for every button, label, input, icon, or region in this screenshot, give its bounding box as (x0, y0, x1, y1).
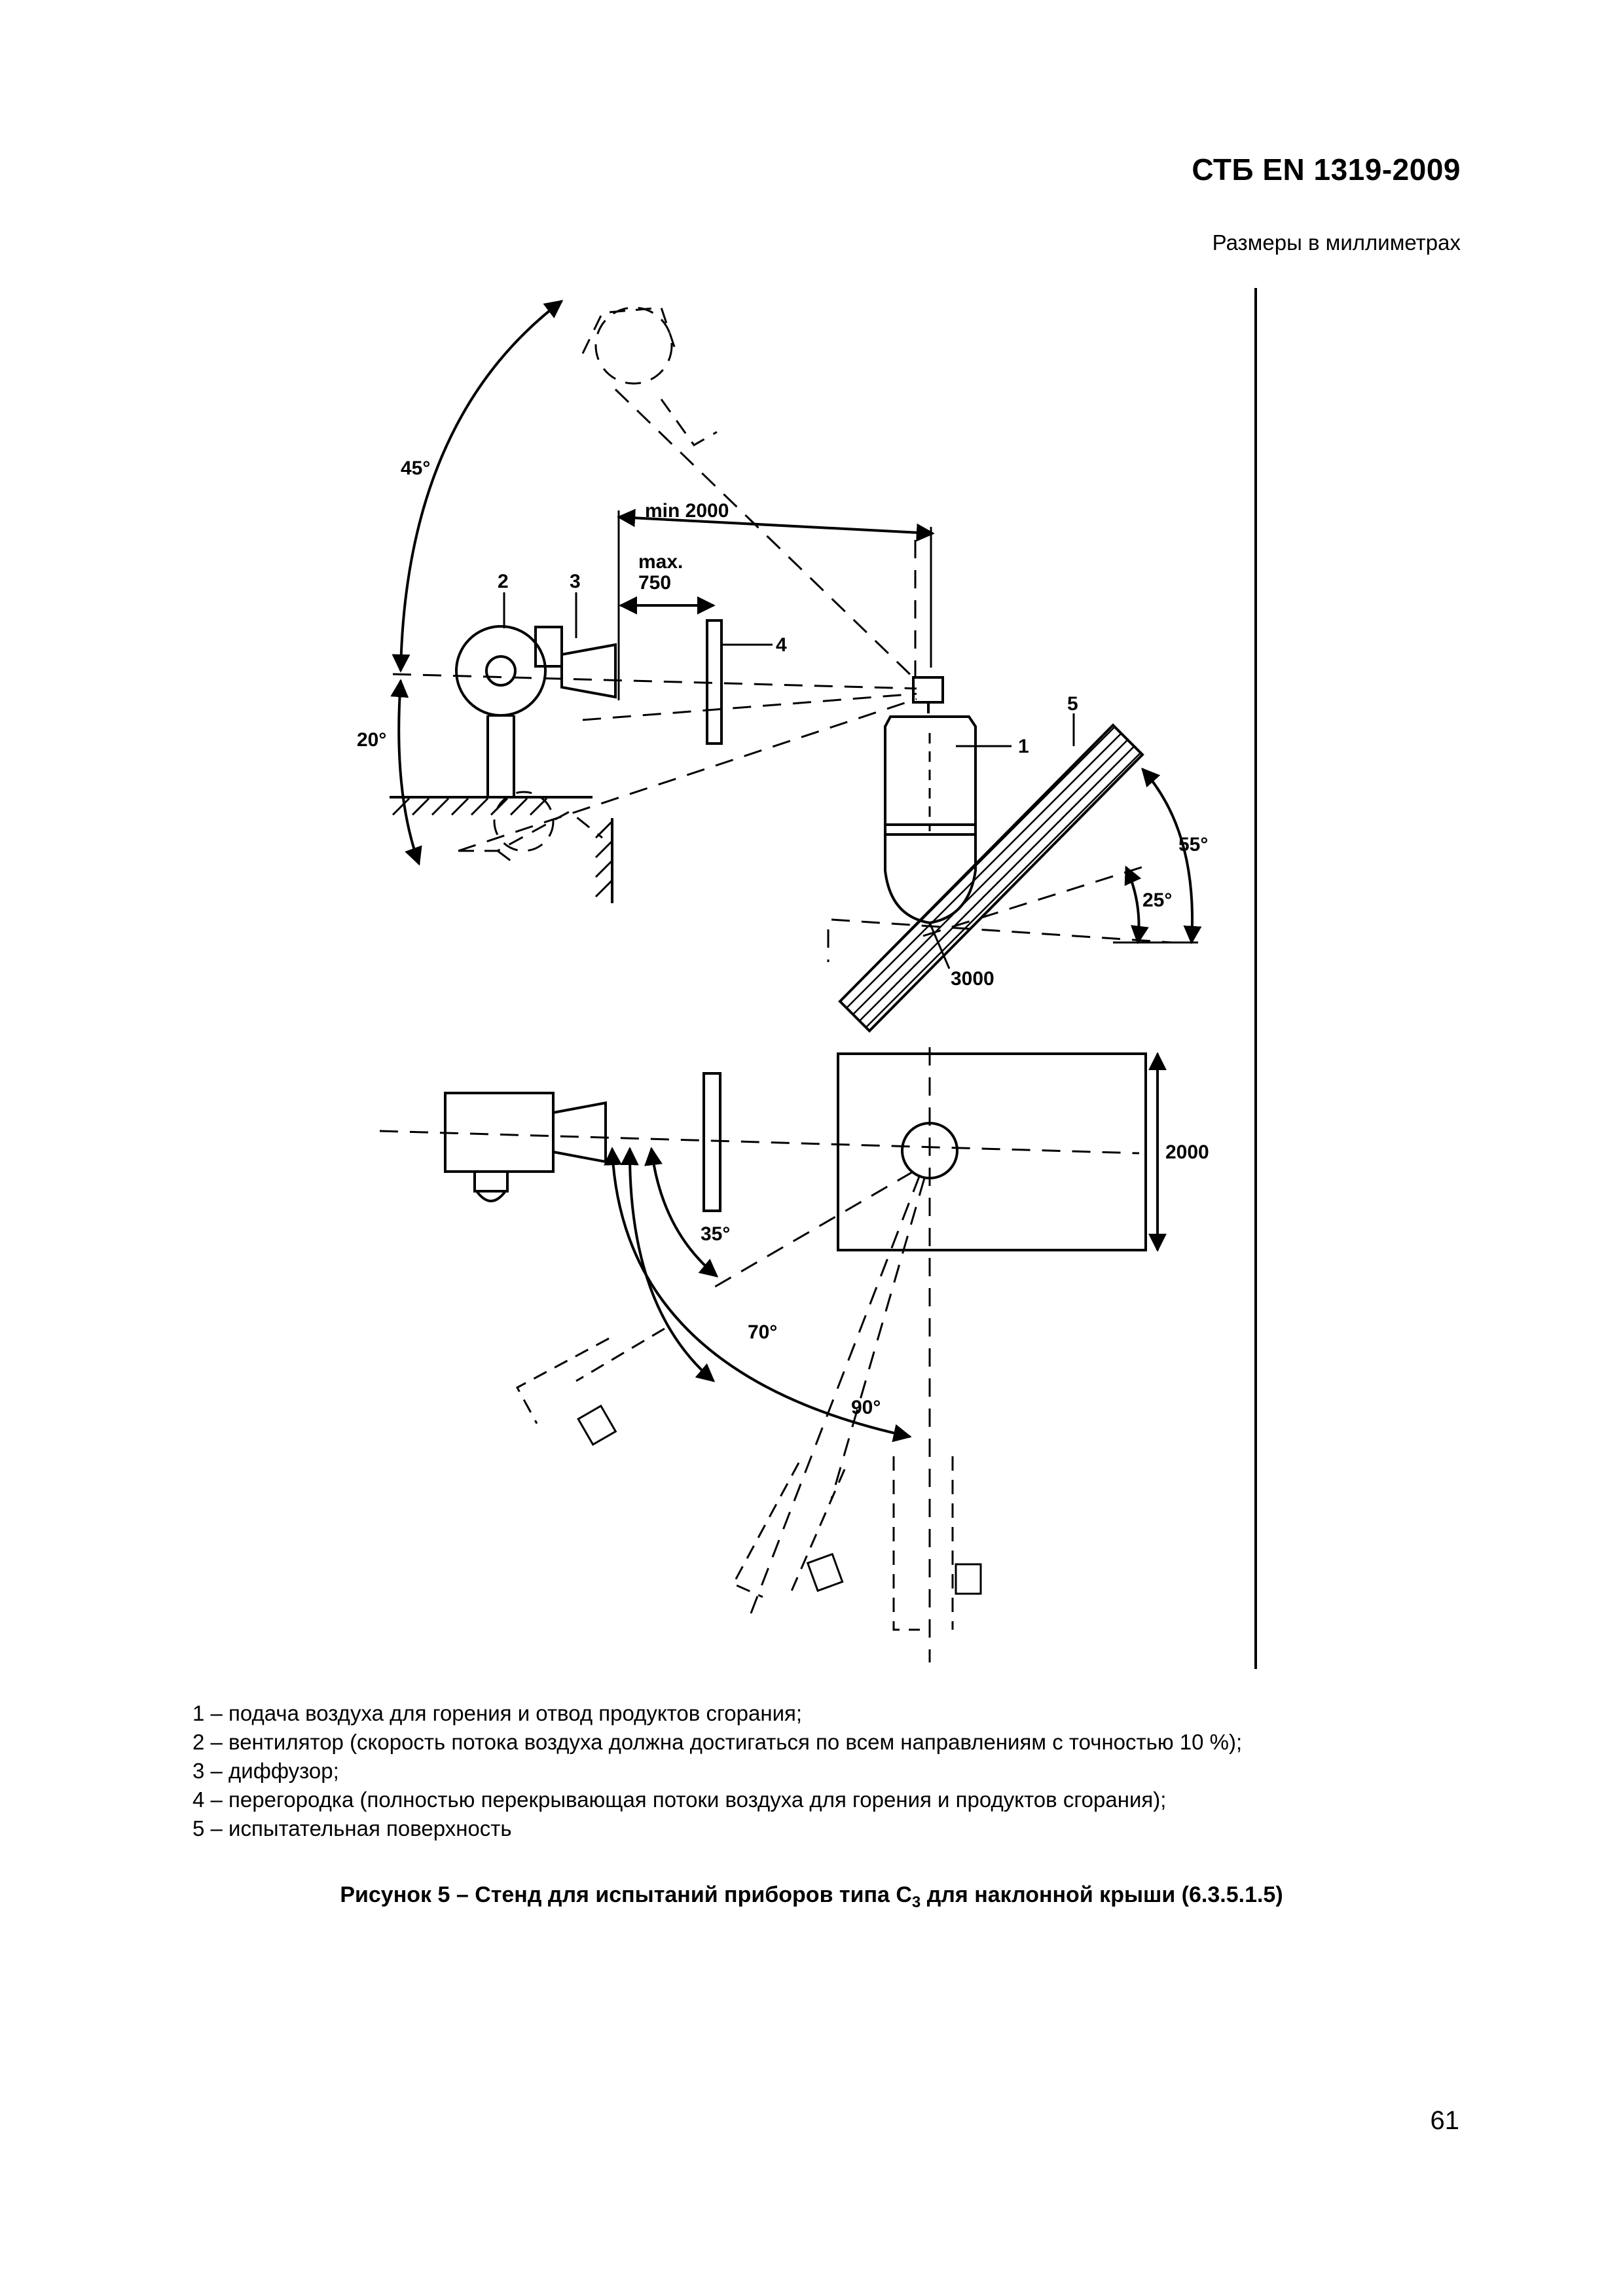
partition-plan (702, 1072, 721, 1212)
legend-item: 1 – подача воздуха для горения и отвод п… (192, 1701, 803, 1725)
label-angle-20: 20° (357, 729, 386, 751)
label-angle-90: 90° (851, 1397, 881, 1418)
figure-legend: 1 – подача воздуха для горения и отвод п… (192, 1699, 1242, 1843)
arc-90 (604, 1147, 912, 1443)
label-num-5: 5 (1067, 693, 1078, 715)
label-angle-45: 45° (401, 457, 430, 479)
test-surface (838, 723, 1144, 1033)
diffuser-plan (552, 1101, 607, 1164)
label-max: max. (638, 551, 683, 573)
label-min-2000: min 2000 (645, 500, 729, 522)
arc-25 (1124, 865, 1149, 944)
label-2000: 2000 (1165, 1141, 1209, 1163)
legend-item: 3 – диффузор; (192, 1759, 339, 1783)
label-num-2: 2 (498, 571, 509, 592)
label-num-4: 4 (776, 634, 787, 656)
label-3000: 3000 (951, 968, 994, 990)
units-note: Размеры в миллиметрах (1212, 230, 1461, 255)
diffuser (560, 643, 617, 699)
document-standard-id: СТБ EN 1319-2009 (1192, 152, 1461, 187)
arc-20 (390, 679, 422, 866)
label-num-3: 3 (570, 571, 581, 592)
side-view (390, 300, 1202, 1033)
dim-min2000-line (617, 509, 935, 542)
label-angle-35: 35° (701, 1223, 730, 1245)
fan-box-plan (444, 1092, 555, 1173)
test-surface-plan (837, 1052, 1147, 1251)
appliance-flue-terminal (912, 676, 944, 704)
arc-35 (644, 1147, 719, 1278)
caption-suffix: для наклонной крыши (6.3.5.1.5) (921, 1882, 1283, 1907)
figure-caption: Рисунок 5 – Стенд для испытаний приборов… (0, 1882, 1623, 1912)
legend-item: 4 – перегородка (полностью перекрывающая… (192, 1787, 1167, 1812)
caption-prefix: Рисунок 5 – Стенд для испытаний приборов… (340, 1882, 912, 1907)
label-angle-55: 55° (1178, 834, 1208, 855)
arc-70 (620, 1147, 716, 1382)
plan-view (379, 1047, 1167, 1662)
fan-hub (485, 655, 517, 687)
test-rig-figure: 45° 20° min 2000 max. 750 2 3 4 1 5 55° … (357, 288, 1257, 1669)
label-angle-25: 25° (1142, 889, 1172, 911)
fan-housing (455, 625, 547, 717)
legend-item: 2 – вентилятор (скорость потока воздуха … (192, 1730, 1243, 1754)
legend-item: 5 – испытательная поверхность (192, 1816, 512, 1840)
arc-45 (392, 300, 564, 673)
arc-55 (1141, 767, 1202, 944)
caption-subscript: 3 (911, 1893, 921, 1911)
label-angle-70: 70° (748, 1321, 777, 1343)
label-750: 750 (638, 572, 671, 594)
page-number: 61 (1430, 2106, 1460, 2135)
label-num-1: 1 (1018, 736, 1029, 757)
